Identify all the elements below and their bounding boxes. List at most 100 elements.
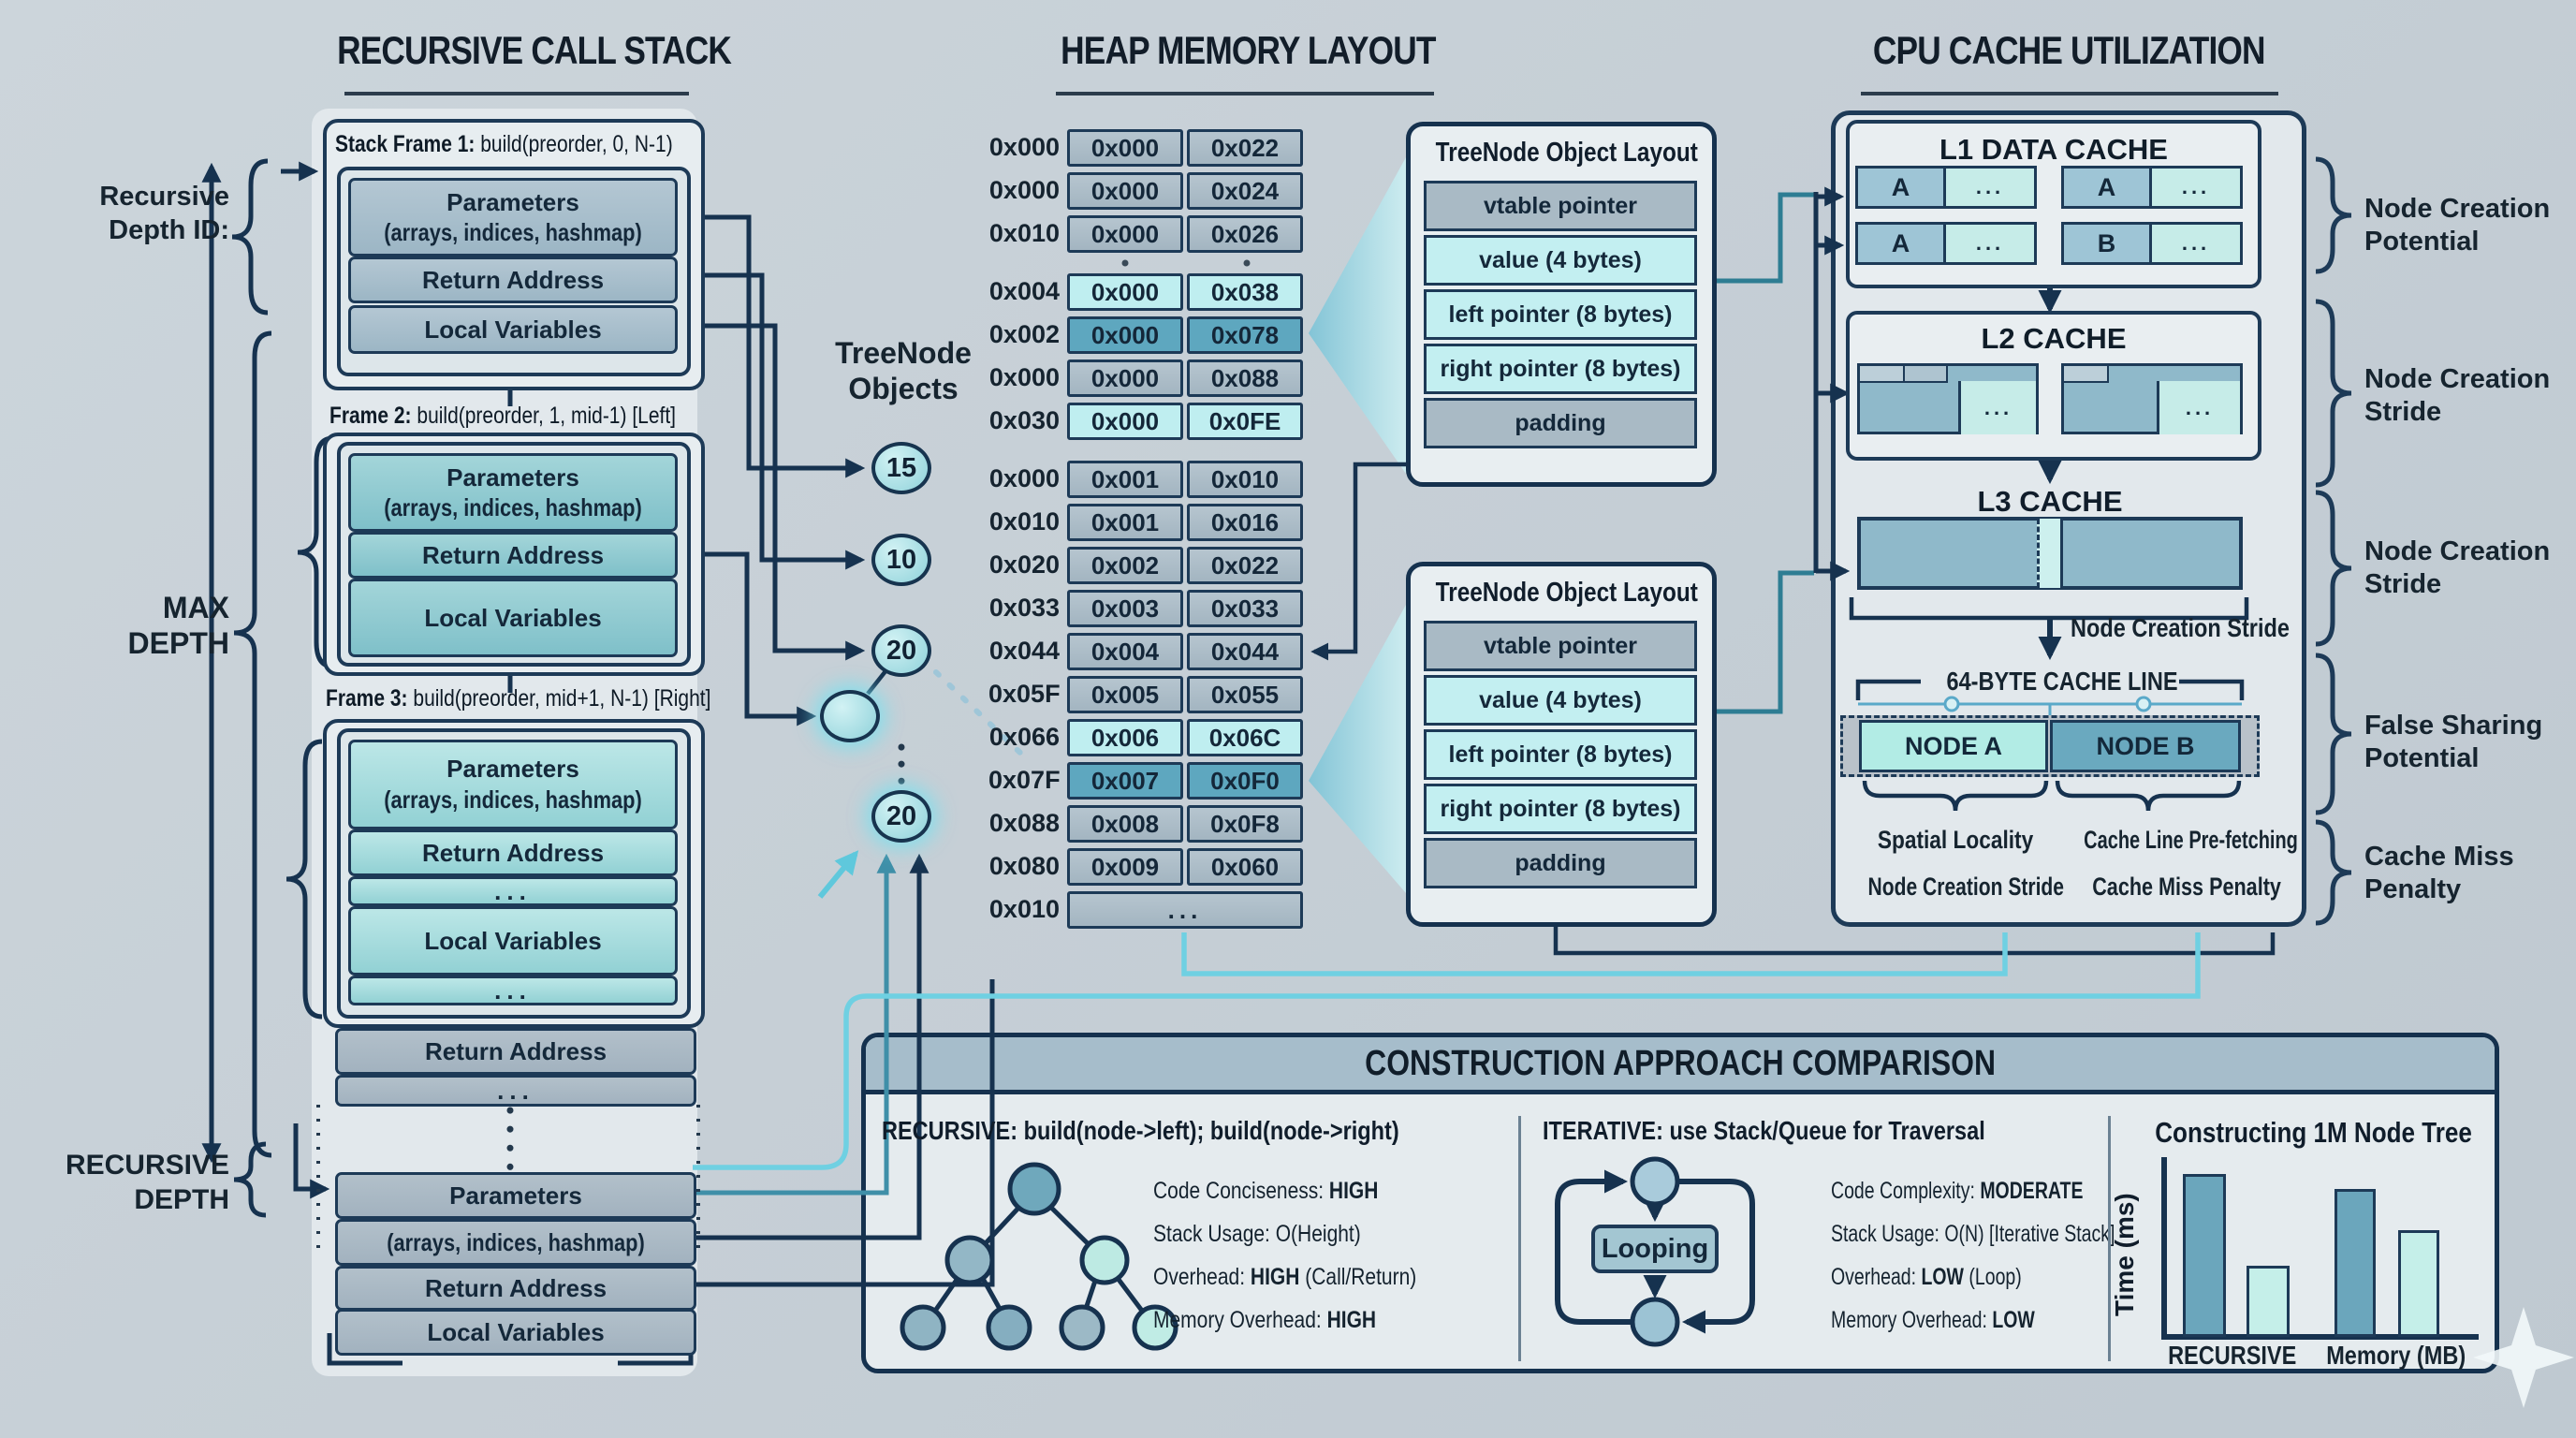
- comparison-divider-2: [2108, 1116, 2111, 1361]
- l1-cell-tag: B: [2064, 225, 2152, 262]
- l1-cell-pair: A...: [1855, 166, 2037, 209]
- l1-cell-pair: B...: [2061, 222, 2243, 265]
- heap-row-ellipsis: 0x010...: [988, 891, 1303, 929]
- heap-addr: 0x000: [988, 176, 1060, 204]
- heap-addr: 0x000: [988, 464, 1060, 492]
- layout-left-pointer-row: left pointer (8 bytes): [1424, 289, 1697, 340]
- l3-cache-title: L3 CACHE: [1977, 485, 2123, 518]
- layout-right-pointer-row: right pointer (8 bytes): [1424, 784, 1697, 834]
- heap-cell: 0x000: [1067, 316, 1183, 354]
- chart-bar-memory-iterative: [2398, 1230, 2439, 1337]
- heap-cell: 0x006: [1067, 719, 1183, 756]
- heap-addr: 0x033: [988, 594, 1060, 622]
- tail-local-variables-row: Local Variables: [335, 1309, 696, 1356]
- cpu-title: CPU CACHE UTILIZATION: [1872, 28, 2266, 72]
- layout-value-row: value (4 bytes): [1424, 675, 1697, 726]
- heap-cell: 0x0FE: [1187, 403, 1303, 440]
- iterative-stat-stack-usage: Stack Usage: O(N) [Iterative Stack]: [1831, 1221, 2115, 1247]
- l3-hot-segment: [2037, 519, 2063, 588]
- l2-tag-strip: [1860, 366, 1905, 383]
- heap-cell: 0x038: [1187, 273, 1303, 311]
- spatial-locality-caption: Spatial Locality: [1877, 826, 2034, 854]
- chart-xlabel-memory: Memory (MB): [2326, 1341, 2466, 1370]
- heap-addr: 0x05F: [988, 680, 1061, 708]
- chart-bar-memory-recursive: [2334, 1189, 2376, 1337]
- l2-tag-strip: [1905, 366, 1948, 383]
- frame1-parameters-row: Parameters(arrays, indices, hashmap): [348, 178, 678, 257]
- heap-cell: 0x026: [1187, 215, 1303, 253]
- cpu-title-underline: [1861, 92, 2278, 95]
- heap-cell: ...: [1067, 891, 1303, 929]
- l1-cell-tag: A: [1858, 225, 1946, 262]
- heap-cell: 0x055: [1187, 676, 1303, 713]
- looping-box: Looping: [1591, 1225, 1719, 1273]
- stack-frame-3-title: Frame 3: build(preorder, mid+1, N-1) [Ri…: [326, 685, 711, 712]
- heap-addr: 0x080: [988, 852, 1060, 880]
- l2-tag-strip: [2064, 366, 2109, 383]
- frame2-return-address-row: Return Address: [348, 532, 678, 579]
- layout-value-row: value (4 bytes): [1424, 235, 1697, 286]
- heap-cell: 0x000: [1067, 403, 1183, 440]
- heap-cell: 0x022: [1187, 129, 1303, 167]
- heap-addr: 0x088: [988, 809, 1060, 837]
- chart-bar-time-iterative: [2247, 1266, 2290, 1337]
- stack-teal-connectors: [674, 853, 897, 1196]
- iterative-stat-memory: Memory Overhead: LOW: [1831, 1307, 2035, 1333]
- cache-line-title: 64-BYTE CACHE LINE: [1946, 667, 2178, 696]
- l2-data-region: ...: [2157, 381, 2240, 434]
- frame3-parameters-row: Parameters(arrays, indices, hashmap): [348, 740, 678, 829]
- tail-return-address-row-2: Return Address: [335, 1266, 696, 1311]
- layout-padding-row: padding: [1424, 398, 1697, 448]
- heap-cell: 0x000: [1067, 129, 1183, 167]
- chart-bar-time-recursive: [2183, 1174, 2226, 1337]
- heap-cell: 0x000: [1067, 360, 1183, 397]
- l3-cache-bar: [1857, 517, 2243, 590]
- treenode-links: [866, 669, 887, 696]
- layout-vtable-row: vtable pointer: [1424, 181, 1697, 231]
- cyan-arrow-into-node: [817, 850, 859, 899]
- heap-title-underline: [1056, 92, 1434, 95]
- heap-cell: 0x004: [1067, 633, 1183, 670]
- node-creation-stride-caption: Node Creation Stride: [1867, 873, 2065, 901]
- heap-cell: 0x0F0: [1187, 762, 1303, 800]
- heap-cell: 0x044: [1187, 633, 1303, 670]
- recursive-stat-memory: Memory Overhead: HIGH: [1153, 1307, 1377, 1333]
- frame2-local-variables-row: Local Variables: [348, 579, 678, 657]
- l1-cell-tag: A: [2064, 169, 2152, 206]
- heap-cell: 0x060: [1187, 848, 1303, 886]
- right-braces: [2315, 156, 2352, 926]
- layout-left-pointer-row: left pointer (8 bytes): [1424, 729, 1697, 780]
- heap-addr: 0x004: [988, 277, 1060, 305]
- tail-arrays-row: (arrays, indices, hashmap): [335, 1219, 696, 1266]
- l1-cache-title: L1 DATA CACHE: [1939, 133, 2168, 166]
- l2-block: ...: [1857, 363, 2039, 434]
- heap-addr: 0x000: [988, 133, 1060, 161]
- stack-frame-2-title: Frame 2: build(preorder, 1, mid-1) [Left…: [329, 403, 677, 429]
- cache-feed-lines: [1707, 186, 1851, 714]
- iterative-approach-title: ITERATIVE: use Stack/Queue for Traversal: [1543, 1116, 1985, 1145]
- treenode-layout-box-2: TreeNode Object Layout vtable pointer va…: [1406, 562, 1717, 927]
- heap-cell: 0x005: [1067, 676, 1183, 713]
- recursive-stat-overhead: Overhead: HIGH (Call/Return): [1153, 1264, 1417, 1290]
- l2-block: ...: [2061, 363, 2243, 434]
- cache-miss-penalty-caption: Cache Miss Penalty: [2092, 873, 2281, 901]
- stack-frame-1-title: Stack Frame 1: build(preorder, 0, N-1): [335, 131, 673, 157]
- layout-right-pointer-row: right pointer (8 bytes): [1424, 344, 1697, 394]
- heap-cell: 0x001: [1067, 504, 1183, 541]
